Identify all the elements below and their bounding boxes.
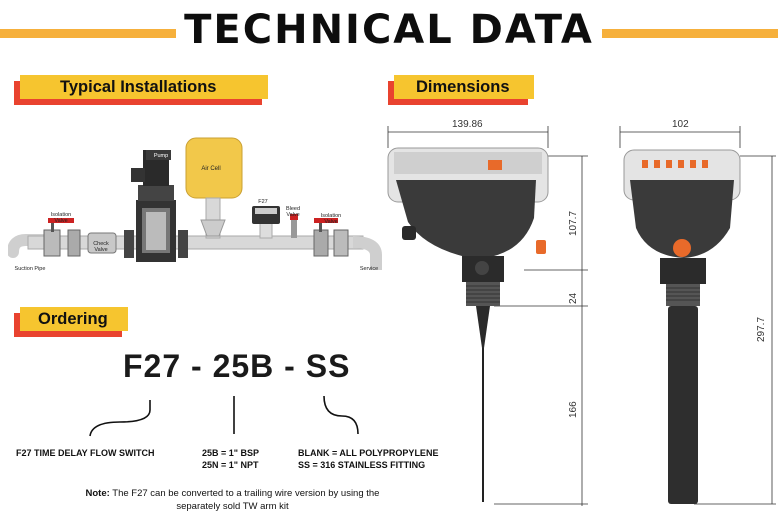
dim-probe-length: 166 xyxy=(568,401,579,418)
dim-thread-height: 24 xyxy=(568,292,579,304)
page-title: TECHNICAL DATA xyxy=(0,6,778,54)
label-pump: Pump xyxy=(153,153,169,159)
label-f27: F27 xyxy=(258,199,268,205)
section-dimensions: Dimensions xyxy=(394,75,534,99)
section-ordering: Ordering xyxy=(20,307,128,331)
ordering-material-ss: SS = 316 STAINLESS FITTING xyxy=(298,460,426,470)
dimension-drawing xyxy=(387,126,776,506)
note-text-2: separately sold TW arm kit xyxy=(176,501,289,512)
dim-width-side: 139.86 xyxy=(452,119,483,130)
dim-body-height: 107.7 xyxy=(568,210,579,236)
label-isolation-valve-right: Isolation Valve xyxy=(320,213,342,225)
label-service: Service xyxy=(359,266,379,272)
installation-diagram xyxy=(8,137,382,270)
ordering-model-desc: F27 TIME DELAY FLOW SWITCH xyxy=(16,448,155,458)
ordering-code: F27 - 25B - SS xyxy=(123,348,351,384)
section-label: Dimensions xyxy=(416,78,510,96)
section-label: Ordering xyxy=(38,310,108,328)
label-check-valve: Check Valve xyxy=(93,241,109,253)
note-text: The F27 can be converted to a trailing w… xyxy=(112,488,380,499)
dim-total-height: 297.7 xyxy=(756,316,767,342)
dim-width-front: 102 xyxy=(672,119,689,130)
note-label: Note: xyxy=(85,488,110,499)
ordering-note: Note: The F27 can be converted to a trai… xyxy=(50,487,415,513)
ordering-material-blank: BLANK = ALL POLYPROPYLENE xyxy=(298,448,439,458)
section-label: Typical Installations xyxy=(60,78,217,96)
label-suction-pipe: Suction Pipe xyxy=(14,266,46,272)
label-bleed-valve: Bleed Valve xyxy=(285,206,301,218)
ordering-thread-npt: 25N = 1" NPT xyxy=(202,460,259,470)
label-isolation-valve-left: Isolation Valve xyxy=(50,212,72,224)
ordering-connectors xyxy=(89,395,359,437)
section-typical-installations: Typical Installations xyxy=(20,75,268,99)
label-air-cell: Air Cell xyxy=(201,166,221,172)
ordering-thread-bsp: 25B = 1" BSP xyxy=(202,448,260,458)
